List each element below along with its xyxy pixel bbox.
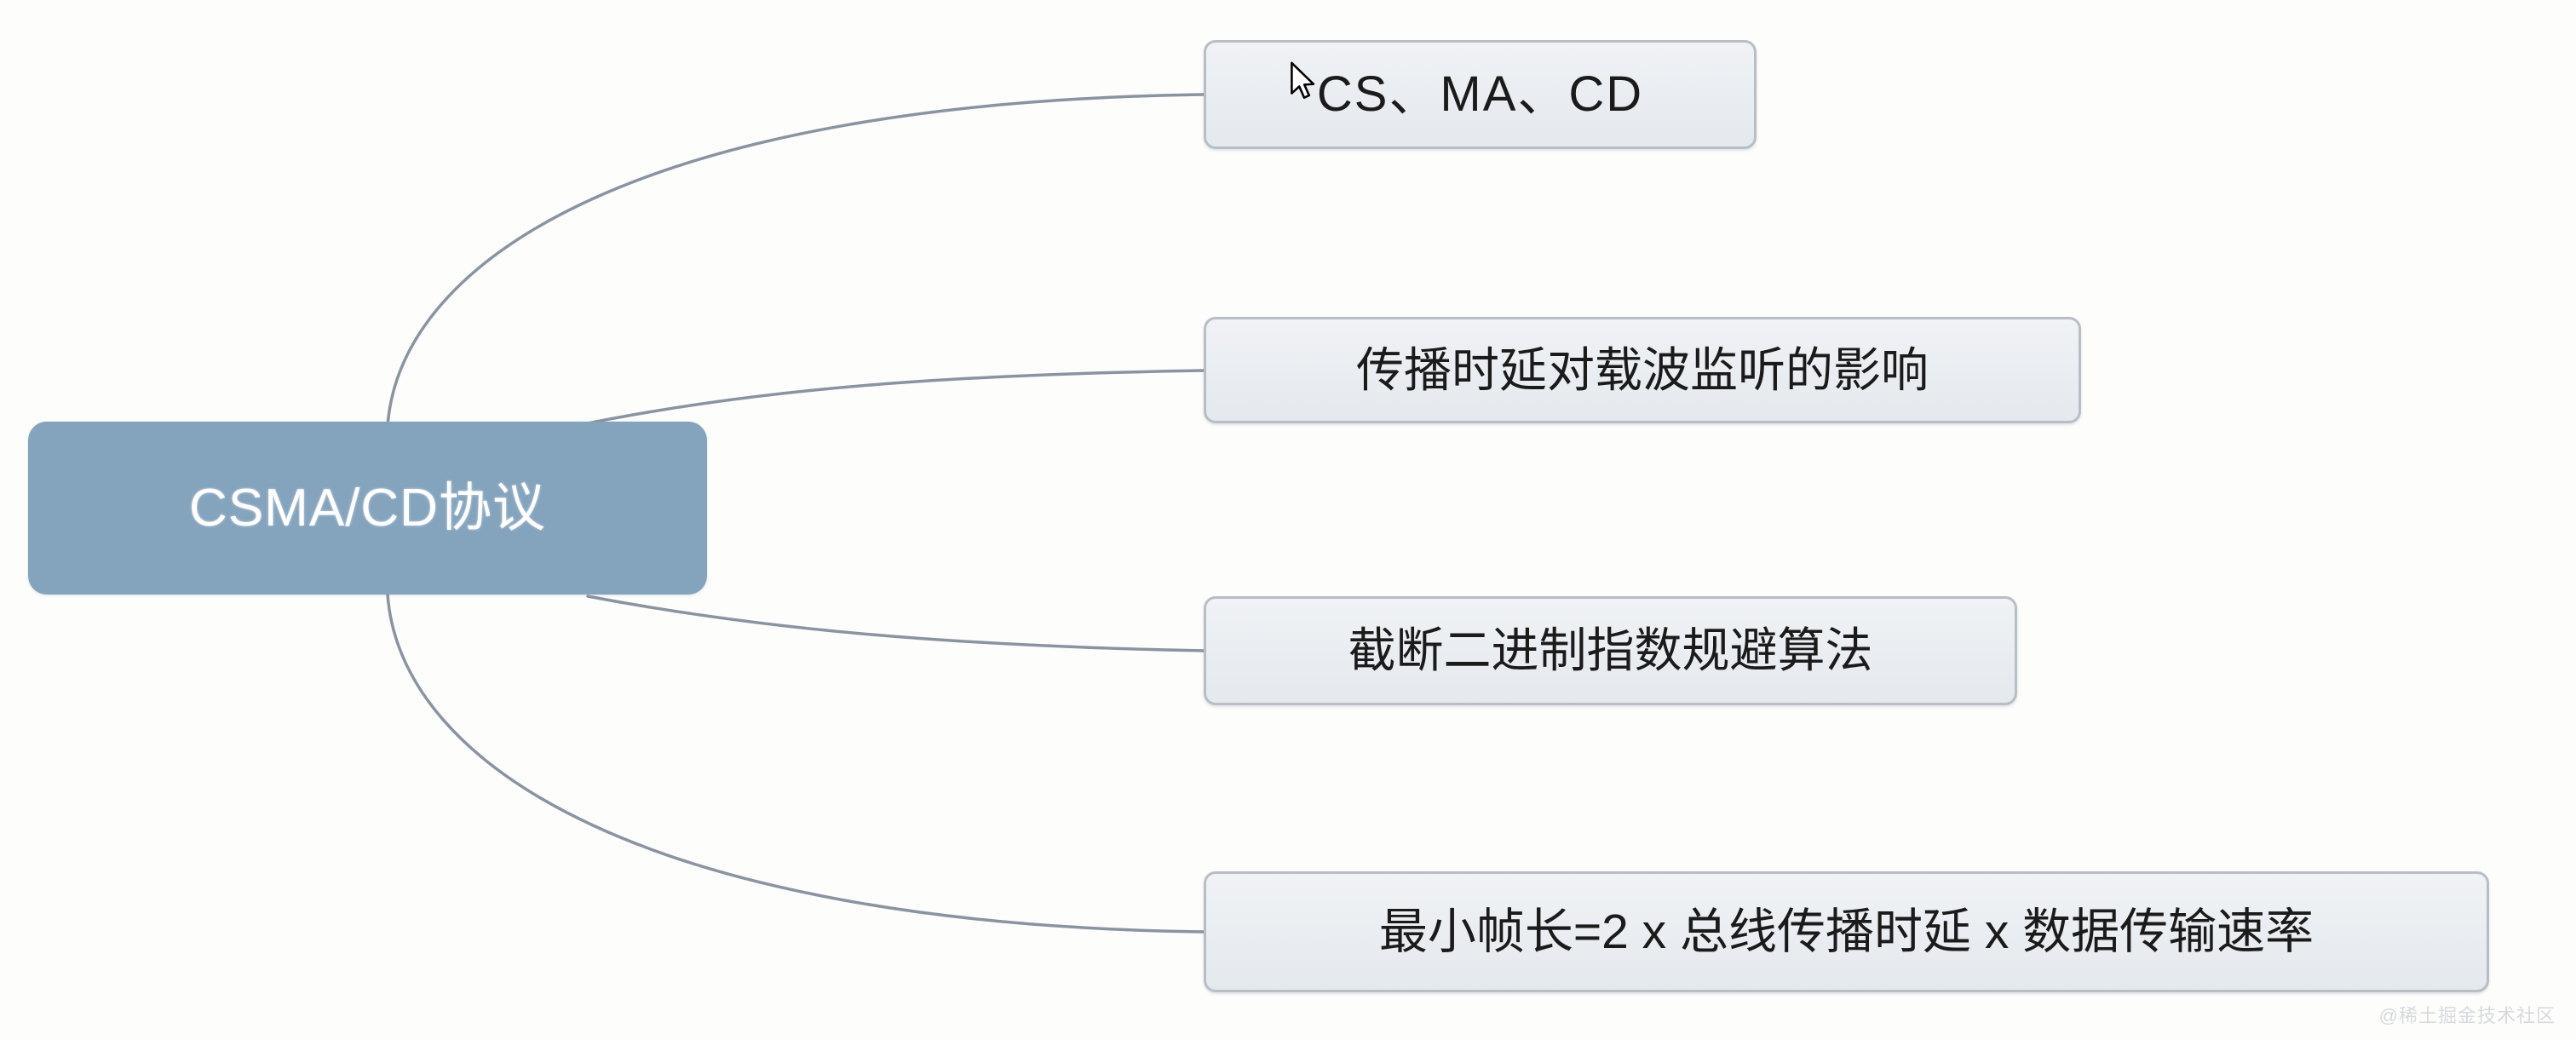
mindmap-node-minimum-frame-length[interactable]: 最小帧长=2 x 总线传播时延 x 数据传输速率 [1204, 871, 2489, 992]
connector-to-node-2 [586, 369, 1205, 425]
mindmap-node-binary-exponential-backoff[interactable]: 截断二进制指数规避算法 [1204, 596, 2017, 705]
mindmap-node-cs-ma-cd[interactable]: CS、MA、CD [1204, 40, 1757, 149]
connector-to-node-1 [386, 93, 1205, 428]
mindmap-node-label: 截断二进制指数规避算法 [1348, 623, 1873, 677]
connector-to-node-3 [586, 595, 1205, 652]
mindmap-root-node[interactable]: CSMA/CD协议 [28, 422, 707, 595]
watermark-text: @稀土掘金技术社区 [2378, 1005, 2556, 1026]
mindmap-node-label: 传播时延对载波监听的影响 [1356, 342, 1929, 397]
connector-to-node-4 [386, 593, 1205, 934]
mindmap-node-propagation-delay[interactable]: 传播时延对载波监听的影响 [1204, 317, 2081, 423]
mindmap-node-label: CS、MA、CD [1316, 66, 1644, 122]
mindmap-root-label: CSMA/CD协议 [189, 478, 546, 537]
mindmap-node-label: 最小帧长=2 x 总线传播时延 x 数据传输速率 [1378, 904, 2314, 959]
